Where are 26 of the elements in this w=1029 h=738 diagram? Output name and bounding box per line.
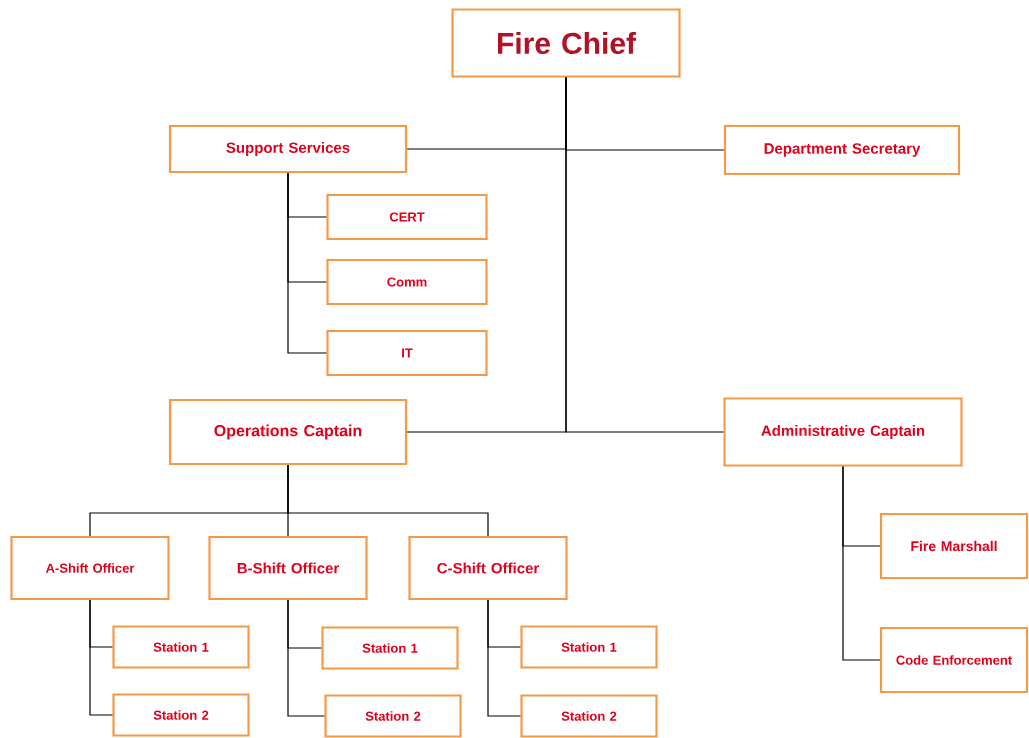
org-box: Support Services bbox=[168, 124, 408, 174]
connector-line bbox=[287, 599, 325, 717]
connector-line bbox=[842, 466, 881, 661]
org-box: CERT bbox=[326, 193, 488, 241]
org-box: Fire Chief bbox=[451, 8, 681, 78]
org-box: B-Shift Officer bbox=[208, 535, 368, 601]
org-box: Department Secretary bbox=[723, 124, 961, 176]
connector-line bbox=[287, 464, 489, 537]
org-box: Station 1 bbox=[520, 625, 658, 669]
org-box: Code Enforcement bbox=[879, 626, 1029, 694]
connector-line bbox=[89, 599, 113, 716]
org-box: Fire Marshall bbox=[879, 512, 1029, 580]
org-box: Administrative Captain bbox=[723, 397, 963, 467]
org-box: Station 2 bbox=[112, 693, 250, 737]
connector-line bbox=[287, 172, 327, 354]
org-box: C-Shift Officer bbox=[408, 535, 568, 601]
org-box: A-Shift Officer bbox=[10, 535, 170, 601]
org-box: Station 1 bbox=[321, 626, 459, 670]
connector-line bbox=[565, 77, 724, 433]
org-box: Station 2 bbox=[324, 694, 462, 738]
connector-line bbox=[487, 599, 521, 717]
org-box: Station 2 bbox=[520, 694, 658, 738]
org-box: Comm bbox=[326, 258, 488, 306]
org-box: IT bbox=[326, 329, 488, 377]
org-box: Operations Captain bbox=[168, 398, 408, 466]
org-box: Station 1 bbox=[112, 625, 250, 669]
